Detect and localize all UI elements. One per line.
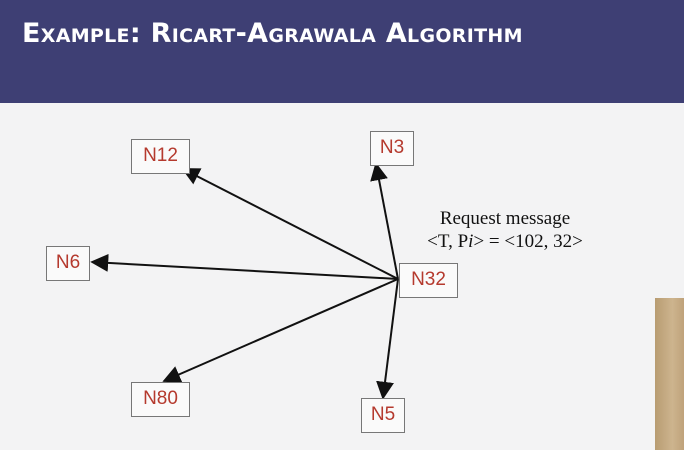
message-italic-i: i — [468, 231, 474, 252]
slide-title: Example: Ricart-Agrawala Algorithm — [22, 18, 523, 49]
arrow-n32-to-n3 — [370, 162, 399, 280]
node-n80: N80 — [131, 382, 190, 417]
node-n5: N5 — [361, 398, 405, 433]
arrow-n32-to-n12 — [181, 168, 399, 280]
node-n12: N12 — [131, 139, 190, 174]
node-n32: N32 — [399, 263, 458, 298]
node-n3: N3 — [370, 131, 414, 166]
arrow-n32-to-n6 — [90, 253, 399, 280]
message-prefix: <T, P — [427, 231, 469, 252]
arrow-n32-to-n80 — [162, 278, 399, 383]
node-n6: N6 — [46, 246, 90, 281]
message-suffix: > = <102, 32> — [473, 231, 583, 252]
request-message-label: Request message <T, Pi> = <102, 32> — [390, 207, 620, 253]
request-message-line1: Request message — [439, 208, 571, 229]
slide-header: Example: Ricart-Agrawala Algorithm — [0, 0, 684, 103]
presenter-video-edge — [655, 298, 684, 450]
request-message-line2: <T, Pi> = <102, 32> — [390, 230, 620, 253]
arrow-n32-to-n5 — [376, 278, 399, 400]
